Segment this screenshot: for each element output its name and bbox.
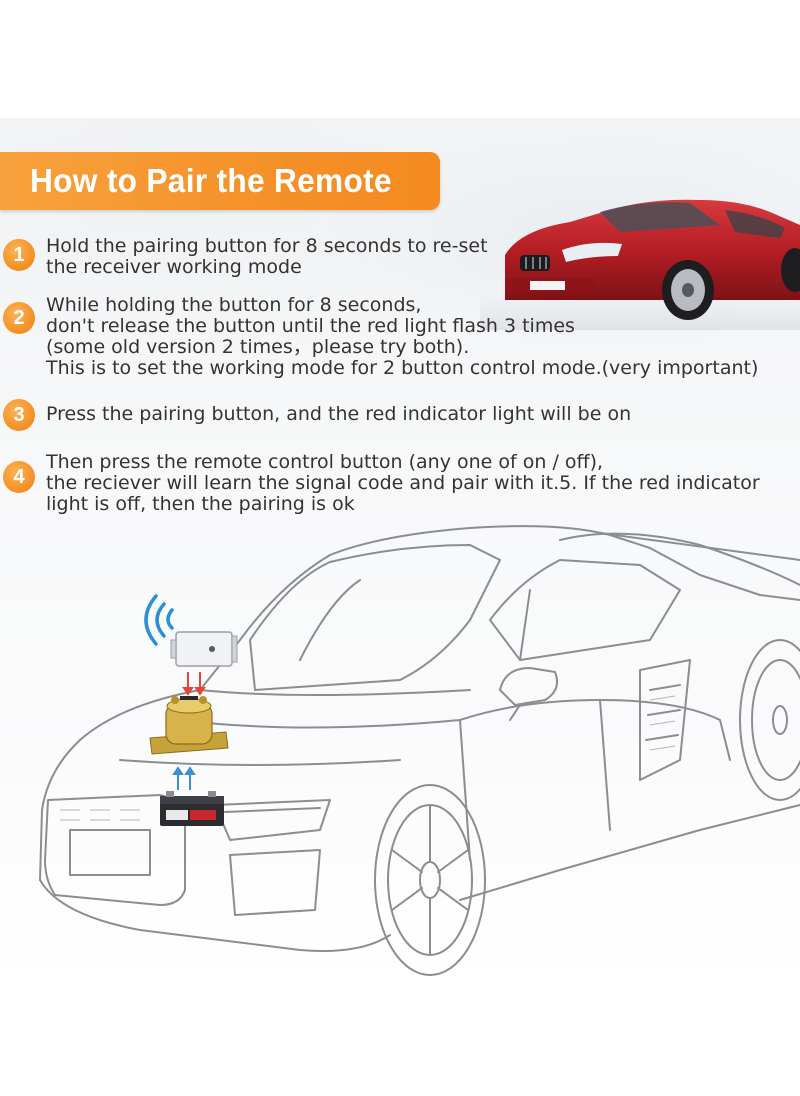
step-2-line: This is to set the working mode for 2 bu… <box>46 357 759 379</box>
solenoid-relay <box>149 696 229 755</box>
step-4-line: Then press the remote control button (an… <box>46 451 604 473</box>
step-4-number-badge: 4 <box>3 461 35 493</box>
step-1-line: the receiver working mode <box>46 256 302 278</box>
step-3-number-badge: 3 <box>3 399 35 431</box>
step-2-line: don't release the button until the red l… <box>46 315 575 337</box>
page-title: How to Pair the Remote <box>30 162 392 199</box>
step-4-text: Then press the remote control button (an… <box>46 452 786 515</box>
step-2-line: While holding the button for 8 seconds, <box>46 294 422 316</box>
step-3-line: Press the pairing button, and the red in… <box>46 403 632 425</box>
blue-up-arrows-icon <box>172 766 196 790</box>
step-2-line: (some old version 2 times，please try bot… <box>46 336 470 358</box>
step-4-line: light is off, then the pairing is ok <box>46 493 355 515</box>
car-battery <box>160 791 224 826</box>
red-down-arrows-icon <box>182 672 206 696</box>
receiver-module <box>170 631 238 667</box>
wifi-signal-icon <box>144 594 174 646</box>
step-1-number-badge: 1 <box>3 239 35 271</box>
step-2-number-badge: 2 <box>3 302 35 334</box>
step-1-line: Hold the pairing button for 8 seconds to… <box>46 235 488 257</box>
step-3-text: Press the pairing button, and the red in… <box>46 404 786 425</box>
step-2-text: While holding the button for 8 seconds, … <box>46 295 786 379</box>
title-banner <box>0 152 440 210</box>
step-4-line: the reciever will learn the signal code … <box>46 472 760 494</box>
step-1-text: Hold the pairing button for 8 seconds to… <box>46 236 786 278</box>
